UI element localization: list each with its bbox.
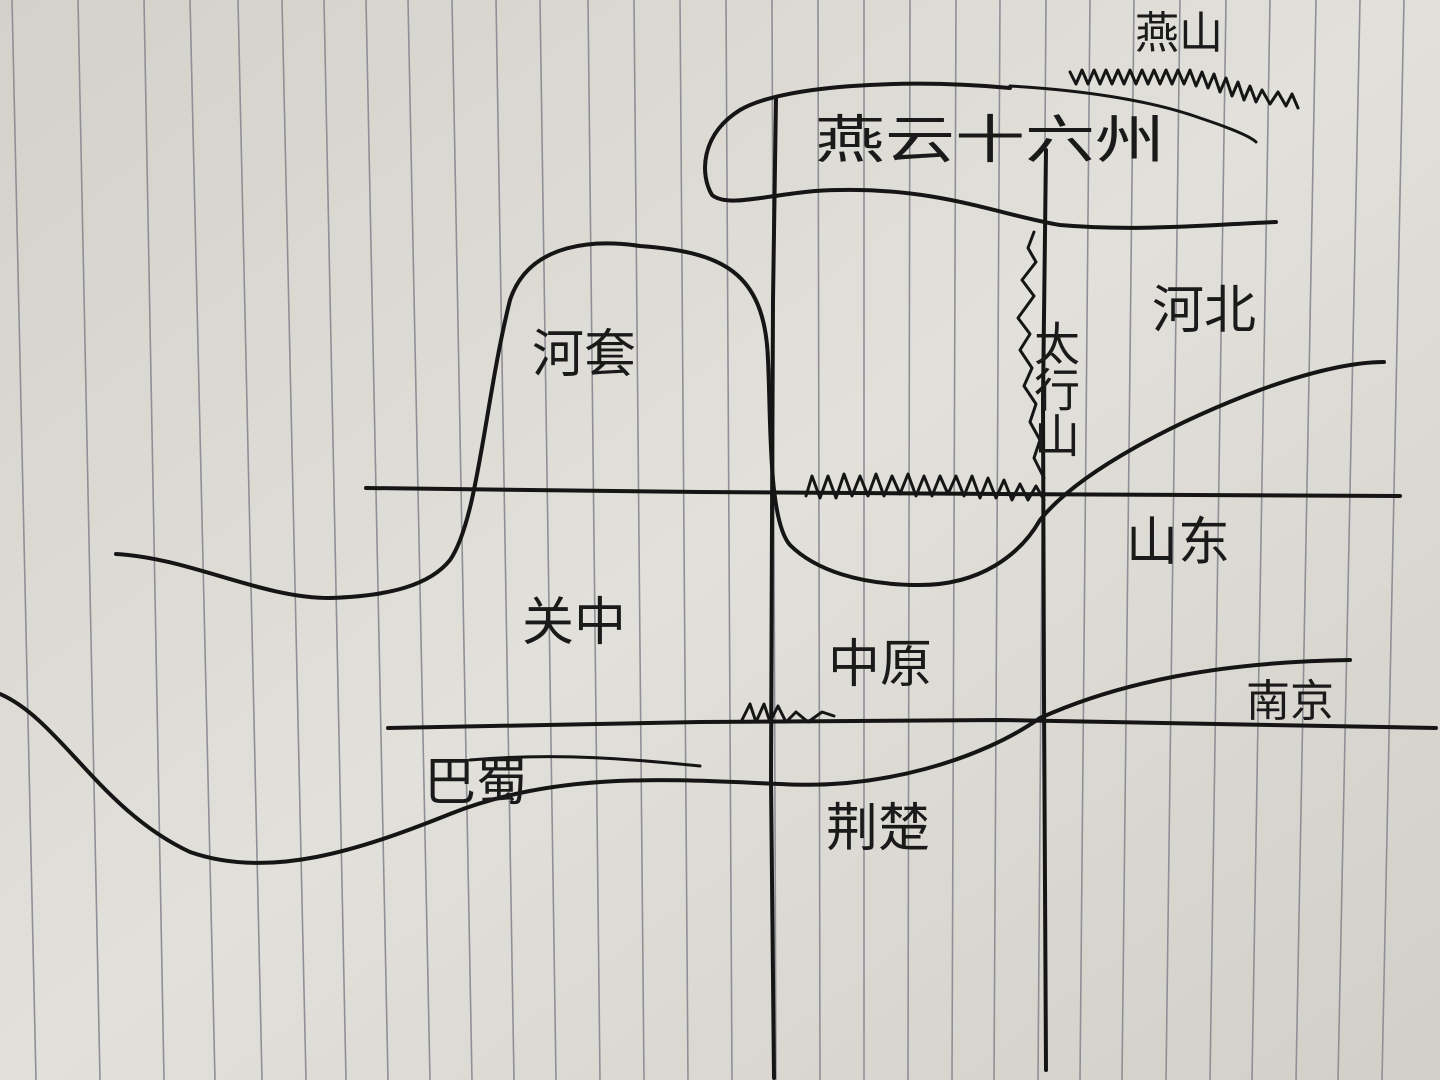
label-bashu: 巴蜀 <box>424 753 528 813</box>
label-shandong: 山东 <box>1126 513 1230 573</box>
map-strokes <box>0 68 1438 1080</box>
hetao-loop <box>114 241 1386 600</box>
map-labels: 燕山 燕云十六州 河套 太行山 河北 山东 关中 中原 南京 巴蜀 荆楚 <box>424 8 1334 859</box>
yangtze-curve <box>0 658 1352 865</box>
label-nanjing: 南京 <box>1246 676 1334 727</box>
ridge-zigzag-south <box>740 702 836 724</box>
label-taihang: 太行山 <box>1027 320 1081 458</box>
label-yan-shan: 燕山 <box>1135 8 1223 59</box>
yanyun-outline <box>703 81 1278 230</box>
label-jingchu: 荆楚 <box>826 799 930 859</box>
west-divider-line <box>769 96 778 1080</box>
lower-horizontal-line <box>386 718 1438 730</box>
taihang-zigzag <box>1016 230 1046 480</box>
yan-shan-zigzag <box>1068 68 1300 110</box>
east-divider-line <box>1041 148 1048 1072</box>
label-zhongyuan: 中原 <box>828 635 932 695</box>
ridge-zigzag-north <box>804 472 1046 502</box>
label-hebei: 河北 <box>1152 281 1256 341</box>
yanyun-top-edge <box>1008 84 1258 144</box>
label-guanzhong: 关中 <box>522 593 626 653</box>
label-yanyun: 燕云十六州 <box>815 111 1165 171</box>
label-hetao: 河套 <box>532 325 636 385</box>
bashu-jingchu-divider <box>468 755 702 768</box>
